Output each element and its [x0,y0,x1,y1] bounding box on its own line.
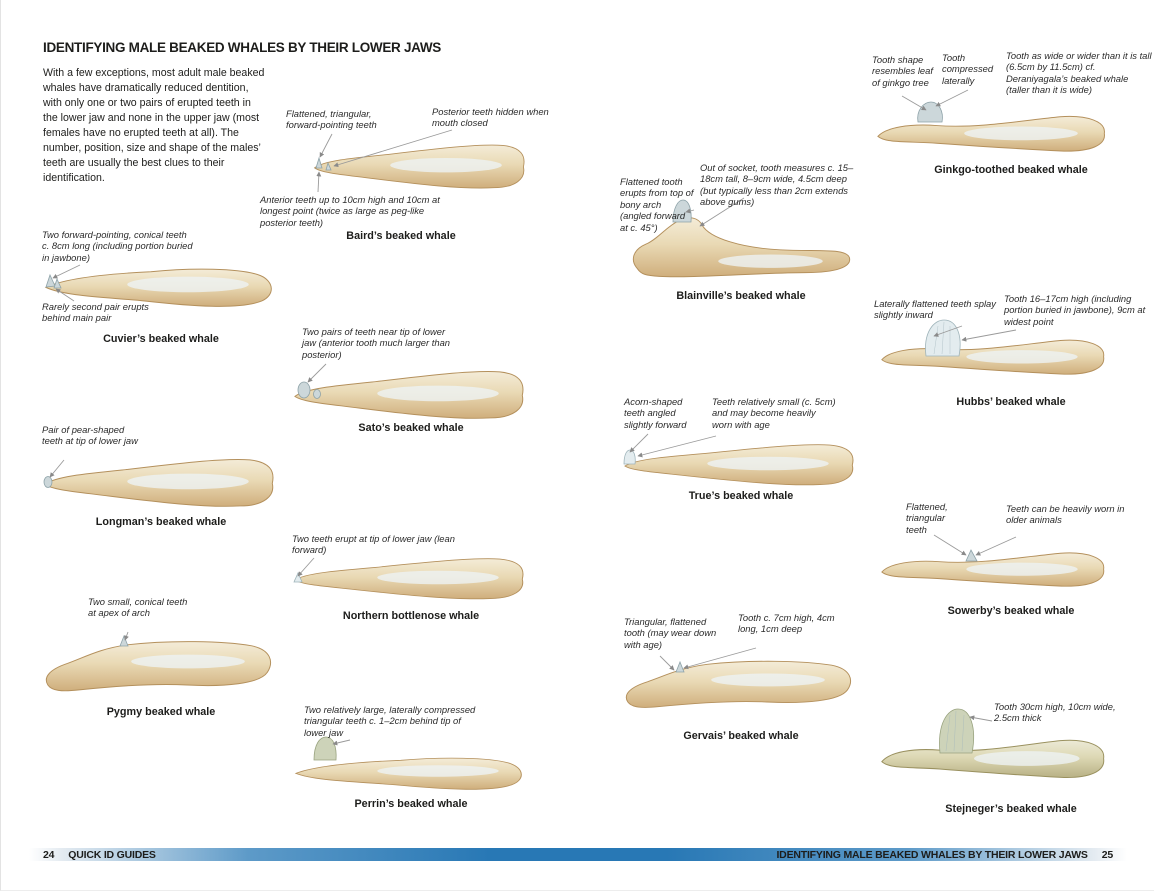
whale-section-cuviers: Two forward-pointing, conical teeth c. 8… [36,225,286,345]
whale-caption: Ginkgo-toothed beaked whale [934,164,1088,176]
tooth-shape [313,389,321,399]
whale-caption: Stejneger’s beaked whale [945,803,1077,815]
tooth-shape [43,476,53,488]
annotation-label: Laterally flattened teeth splay slightly… [874,298,996,321]
whale-section-longmans: Pair of pear-shaped teeth at tip of lowe… [36,420,286,528]
tooth-shape [45,273,56,288]
whale-section-blainvilles: Flattened tooth erupts from top of bony … [616,160,866,302]
page-title: IDENTIFYING MALE BEAKED WHALES BY THEIR … [43,40,442,55]
tooth-shape [623,449,636,465]
annotation-label: Rarely second pair erupts behind main pa… [42,301,149,324]
jaw-illustration-longmans [43,459,274,507]
footer-gradient-bar [29,848,1127,861]
jaw-illustration-trues [623,433,854,486]
intro-paragraph: With a few exceptions, most adult male b… [43,67,265,185]
jaw-illustration-blainvilles [632,197,851,278]
annotation-label: Tooth 16–17cm high (including portion bu… [1004,293,1146,327]
annotation-label: Two relatively large, laterally compress… [304,704,476,738]
tooth-shape [53,277,62,289]
annotation-label: Flattened tooth erupts from top of bony … [620,176,694,233]
tooth-shape [313,736,337,761]
footer-left: 24 QUICK ID GUIDES [43,849,156,861]
annotation-label: Flattened, triangular teeth [906,501,948,535]
tooth-shape [315,156,323,169]
tooth-shape [675,660,685,673]
tooth-shape [939,708,975,754]
annotation-label: Teeth can be heavily worn in older anima… [1006,503,1125,526]
annotation-label: Two teeth erupt at tip of lower jaw (lea… [292,533,455,556]
annotation-label: Two forward-pointing, conical teeth c. 8… [42,229,193,263]
annotation-label: Posterior teeth hidden when mouth closed [432,106,549,129]
annotation-label: Tooth shape resembles leaf of ginkgo tre… [872,54,933,88]
jaw-illustration-gervais [625,647,852,708]
whale-section-northern-bottlenose: Two teeth erupt at tip of lower jaw (lea… [286,530,536,622]
whale-section-satos: Two pairs of teeth near tip of lower jaw… [286,322,536,434]
annotation-label: Triangular, flattened tooth (may wear do… [624,616,717,650]
jaw-illustration-ginkgo-toothed [877,89,1105,152]
whale-caption: Blainville’s beaked whale [676,290,806,302]
annotation-label: Two small, conical teeth at apex of arch [88,596,188,619]
tooth-shape [119,634,129,647]
whale-section-sowerbys: Flattened, triangular teeth Teeth can be… [866,495,1154,617]
whale-section-gervais: Triangular, flattened tooth (may wear do… [616,610,866,742]
whale-caption: Cuvier’s beaked whale [103,333,219,345]
whale-caption: Perrin’s beaked whale [354,798,468,810]
annotation-label: Tooth as wide or wider than it is tall (… [1006,50,1152,96]
whale-section-hubbs: Laterally flattened teeth splay slightly… [866,290,1154,408]
whale-section-stejnegers: Tooth 30cm high, 10cm wide, 2.5cm thick … [866,695,1154,815]
tooth-shape [293,572,303,583]
annotation-label: Teeth relatively small (c. 5cm) and may … [712,396,836,430]
whale-section-perrins: Two relatively large, laterally compress… [286,700,536,810]
whale-caption: Pygmy beaked whale [106,706,216,718]
page-number-right: 25 [1101,849,1113,861]
tooth-shape [325,161,332,171]
tooth-ribs [945,710,965,752]
jaw-illustration-pygmy [45,631,272,692]
jaw-illustration-cuviers [45,264,272,307]
annotation-label: Two pairs of teeth near tip of lower jaw… [302,326,450,360]
tooth-shape [672,199,692,223]
footer-right-title: IDENTIFYING MALE BEAKED WHALES BY THEIR … [776,849,1088,861]
jaw-illustration-stejnegers [881,708,1105,779]
annotation-label: Pair of pear-shaped teeth at tip of lowe… [42,424,138,447]
jaw-illustration-northern-bottlenose [293,557,524,600]
page-number-left: 24 [43,849,55,861]
whale-caption: Gervais’ beaked whale [683,730,799,742]
annotation-label: Anterior teeth up to 10cm high and 10cm … [260,194,440,228]
annotation-label: Flattened, triangular, forward-pointing … [286,108,377,131]
jaw-illustration-hubbs [881,319,1105,375]
whale-section-pygmy: Two small, conical teeth at apex of arch… [36,590,286,718]
whale-section-bairds: Flattened, triangular, forward-pointing … [256,100,549,242]
annotation-label: Tooth compressed laterally [942,52,994,86]
footer-left-title: QUICK ID GUIDES [68,849,156,861]
jaw-illustration-perrins [295,736,522,790]
tooth-shape [965,549,978,562]
whale-caption: Northern bottlenose whale [342,610,480,622]
whale-caption: Sato’s beaked whale [358,422,464,434]
whale-caption: Longman’s beaked whale [95,516,227,528]
whale-section-trues: Acorn-shaped teeth angled slightly forwa… [616,390,866,502]
jaw-illustration-bairds [314,129,525,193]
whale-caption: Sowerby’s beaked whale [947,605,1075,617]
whale-caption: Baird’s beaked whale [346,230,456,242]
annotation-label: Acorn-shaped teeth angled slightly forwa… [624,396,687,430]
annotation-label: Out of socket, tooth measures c. 15–18cm… [700,162,854,208]
jaw-illustration-sowerbys [881,534,1105,587]
annotation-label: Tooth 30cm high, 10cm wide, 2.5cm thick [994,701,1116,724]
annotation-label: Tooth c. 7cm high, 4cm long, 1cm deep [738,612,835,635]
tooth-shape [297,381,311,399]
whale-caption: True’s beaked whale [688,490,794,502]
whale-section-ginkgo-toothed: Tooth shape resembles leaf of ginkgo tre… [866,48,1154,176]
whale-caption: Hubbs’ beaked whale [956,396,1066,408]
footer-right: IDENTIFYING MALE BEAKED WHALES BY THEIR … [776,849,1113,861]
jaw-illustration-satos [294,363,524,419]
